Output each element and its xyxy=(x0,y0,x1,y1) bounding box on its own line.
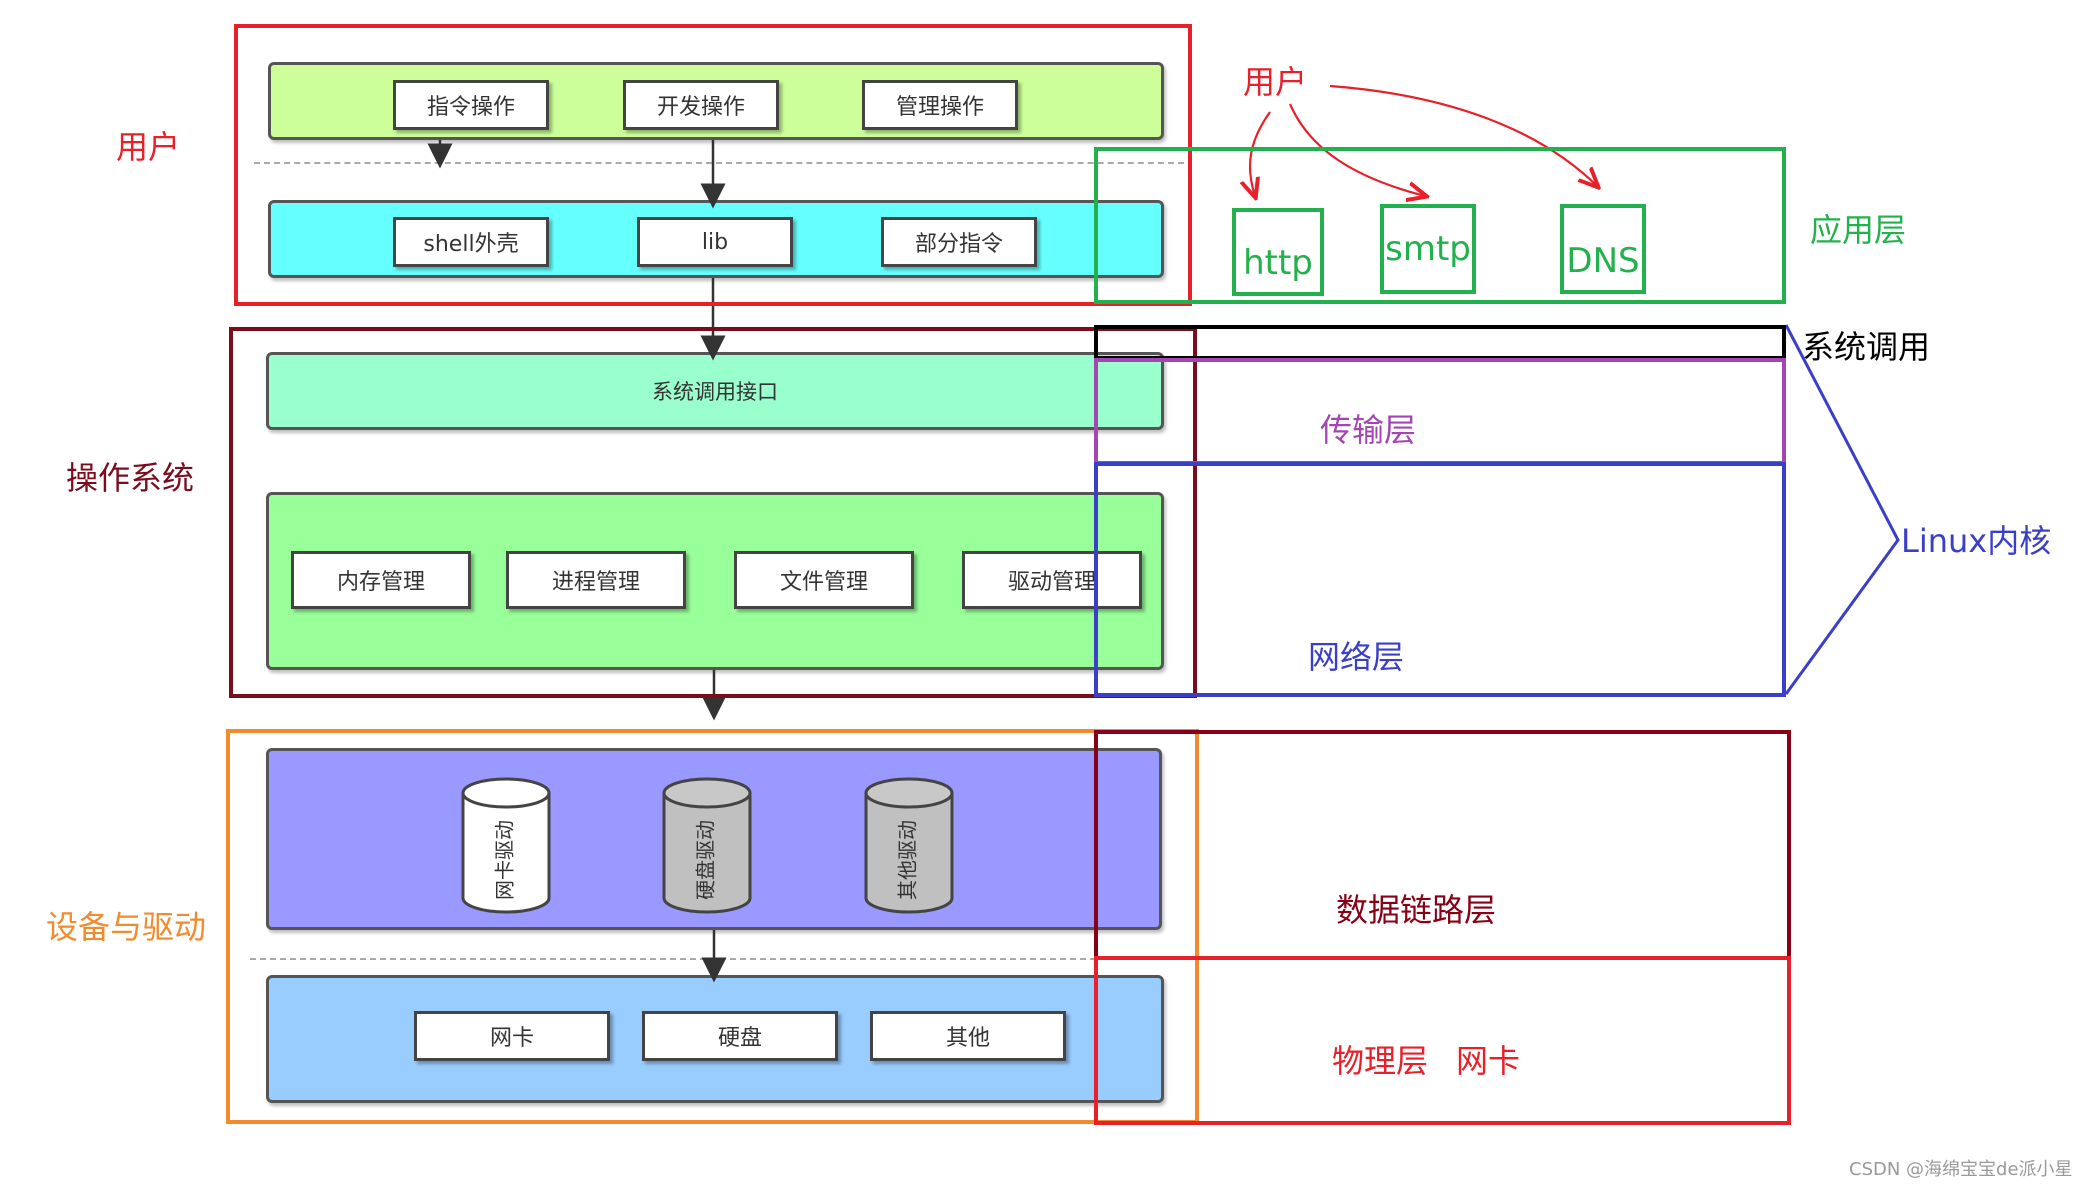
http-box: http xyxy=(1232,208,1324,296)
datalink-layer-label: 数据链路层 xyxy=(1336,891,1497,929)
system-call-frame xyxy=(1094,325,1786,360)
other-driver-cylinder xyxy=(864,777,954,914)
transport-layer-frame xyxy=(1094,358,1786,465)
user-to-protocol-arrows xyxy=(1250,84,1597,196)
disk-driver-label: 硬盘驱动 xyxy=(694,820,718,900)
physical-layer-label: 物理层 xyxy=(1332,1042,1429,1080)
network-user-label: 用户 xyxy=(1243,63,1308,101)
dns-box: DNS xyxy=(1560,204,1646,294)
file-management-box: 文件管理 xyxy=(734,551,914,609)
nic-driver-cylinder xyxy=(461,777,551,914)
management-operation-box: 管理操作 xyxy=(862,80,1018,130)
disk-driver-cylinder xyxy=(662,777,752,914)
disk-hardware-box: 硬盘 xyxy=(642,1011,838,1061)
application-layer-label: 应用层 xyxy=(1810,211,1907,249)
lib-box: lib xyxy=(637,217,793,267)
user-section-frame xyxy=(234,24,1192,306)
device-section-label: 设备与驱动 xyxy=(46,908,207,946)
syscall-interface-label: 系统调用接口 xyxy=(652,380,778,404)
process-management-box: 进程管理 xyxy=(506,551,686,609)
development-operation-box: 开发操作 xyxy=(623,80,779,130)
physical-nic-label: 网卡 xyxy=(1456,1042,1521,1080)
other-driver-label: 其他驱动 xyxy=(896,820,920,900)
transport-layer-label: 传输层 xyxy=(1320,411,1417,449)
shell-box: shell外壳 xyxy=(393,217,549,267)
dns-label: DNS xyxy=(1566,241,1640,281)
user-divider xyxy=(254,162,1184,164)
physical-layer-frame xyxy=(1094,956,1791,1125)
user-section-label: 用户 xyxy=(116,128,181,166)
application-layer-frame xyxy=(1094,147,1786,304)
memory-management-box: 内存管理 xyxy=(291,551,471,609)
other-hardware-box: 其他 xyxy=(870,1011,1066,1061)
nic-hardware-box: 网卡 xyxy=(414,1011,610,1061)
smtp-label: smtp xyxy=(1385,229,1471,269)
command-operation-box: 指令操作 xyxy=(393,80,549,130)
linux-kernel-bracket xyxy=(1784,324,1900,695)
flow-arrows xyxy=(427,140,727,983)
watermark: CSDN @海绵宝宝de派小星 xyxy=(1849,1159,2073,1180)
system-call-label: 系统调用 xyxy=(1802,328,1931,366)
network-layer-frame xyxy=(1094,462,1786,697)
os-section-frame xyxy=(229,327,1197,698)
os-section-label: 操作系统 xyxy=(66,459,195,497)
linux-kernel-label: Linux内核 xyxy=(1901,522,2052,560)
driver-management-box: 驱动管理 xyxy=(962,551,1142,609)
nic-driver-label: 网卡驱动 xyxy=(493,820,517,900)
smtp-box: smtp xyxy=(1380,204,1476,294)
http-label: http xyxy=(1243,243,1313,283)
partial-commands-box: 部分指令 xyxy=(881,217,1037,267)
device-section-frame xyxy=(226,729,1199,1124)
network-layer-label: 网络层 xyxy=(1308,638,1405,676)
